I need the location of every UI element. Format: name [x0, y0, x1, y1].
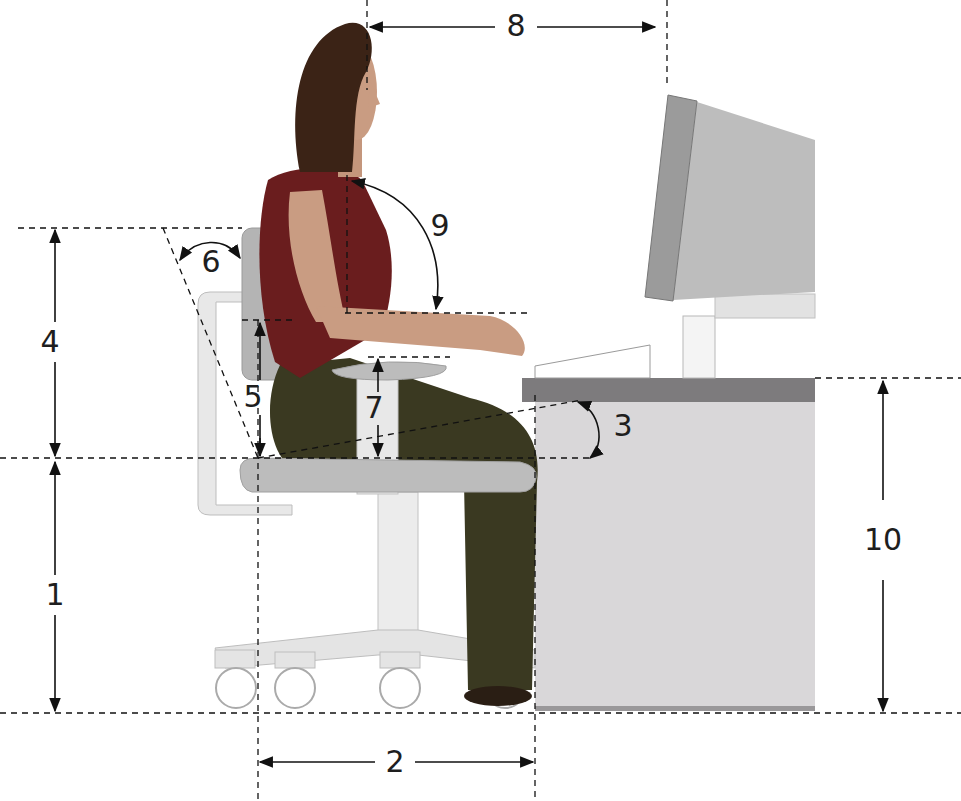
dimension-arrows-part — [377, 359, 379, 392]
person-part — [270, 358, 538, 690]
desk-part — [535, 402, 815, 710]
reference-lines-part — [815, 377, 961, 378]
person-part — [464, 686, 532, 706]
dimension-arrows-part — [882, 381, 884, 500]
person-part — [295, 23, 372, 172]
dimension-arrows-part — [882, 580, 884, 711]
dimension-arrows-part — [260, 761, 375, 763]
callout-number: 4 — [40, 327, 59, 357]
callout-number: 7 — [364, 393, 383, 423]
reference-lines-part — [534, 395, 535, 801]
callout-number: 6 — [201, 247, 220, 277]
reference-lines-part — [0, 457, 590, 458]
chair-part — [275, 652, 315, 668]
dimension-arrows-part — [259, 415, 261, 456]
reference-lines-part — [18, 227, 242, 228]
dimension-arrows-part — [259, 323, 261, 380]
dimension-arrows-part — [578, 402, 599, 458]
callout-number: 8 — [506, 11, 525, 41]
dimension-arrows-part — [415, 761, 533, 763]
desk-part — [522, 378, 815, 402]
armrest-part — [240, 458, 536, 492]
reference-lines-part — [163, 228, 258, 458]
callout-number: 9 — [430, 211, 449, 241]
chair-part — [378, 492, 418, 642]
callout-number: 3 — [613, 411, 632, 441]
reference-lines-part — [258, 400, 582, 458]
person — [259, 23, 537, 706]
dimension-arrows-part — [54, 230, 56, 322]
monitor-part — [673, 102, 815, 300]
reference-lines-part — [666, 0, 667, 88]
desk — [522, 378, 815, 711]
monitor-part — [683, 316, 715, 378]
keyboard-part — [535, 345, 650, 378]
dimension-arrows-part — [537, 26, 655, 28]
dimension-arrows-part — [259, 438, 261, 456]
chair-part — [216, 668, 256, 708]
armrest-part — [332, 362, 446, 380]
dimension-arrows-part — [370, 26, 495, 28]
reference-lines-part — [0, 712, 961, 713]
monitor — [645, 95, 815, 378]
chair-part — [215, 650, 255, 668]
callout-number: 5 — [243, 382, 262, 412]
chair-part — [380, 668, 420, 708]
callout-number: 1 — [45, 580, 64, 610]
reference-lines-part — [346, 175, 347, 313]
chair-part — [380, 652, 420, 668]
dimension-arrows-part — [54, 462, 56, 575]
person-part — [259, 168, 391, 378]
reference-lines-part — [242, 319, 292, 320]
callout-number: 10 — [864, 525, 902, 555]
dimension-arrows-part — [352, 181, 438, 309]
person-part — [289, 190, 346, 322]
keyboard — [535, 345, 650, 378]
armrest — [240, 362, 536, 494]
reference-lines-part — [345, 312, 530, 313]
chair-part — [275, 668, 315, 708]
dimension-arrows-part — [377, 425, 379, 456]
monitor-part — [645, 95, 697, 301]
dimension-arrows-part — [54, 615, 56, 711]
reference-lines-part — [368, 356, 450, 357]
dimension-arrows-part — [54, 362, 56, 456]
callout-number: 2 — [385, 747, 404, 777]
dimension-arrows — [55, 27, 883, 762]
person-part — [368, 80, 380, 108]
desk-part — [535, 706, 815, 711]
monitor-part — [715, 294, 815, 318]
reference-lines-part — [366, 0, 367, 90]
